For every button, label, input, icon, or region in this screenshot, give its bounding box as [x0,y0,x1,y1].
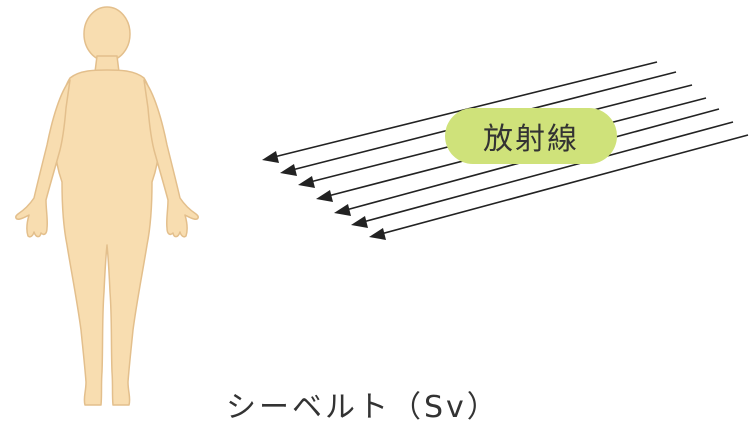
arrowhead-2 [280,164,297,176]
ray-arrow-7 [380,134,749,235]
arrowhead-5 [334,204,351,216]
arrowhead-6 [351,216,368,228]
human-body-icon [15,6,199,406]
radiation-label: 放射線 [445,108,617,164]
arrowhead-4 [316,190,333,202]
unit-caption: シーベルト（Sv） [226,390,500,425]
radiation-rays [262,61,749,240]
ray-arrow-6 [362,121,734,223]
radiation-exposure-diagram: 放射線 シーベルト（Sv） [15,6,749,425]
arrowhead-1 [262,151,279,163]
arrowhead-7 [369,228,386,240]
arrowhead-3 [298,176,315,188]
